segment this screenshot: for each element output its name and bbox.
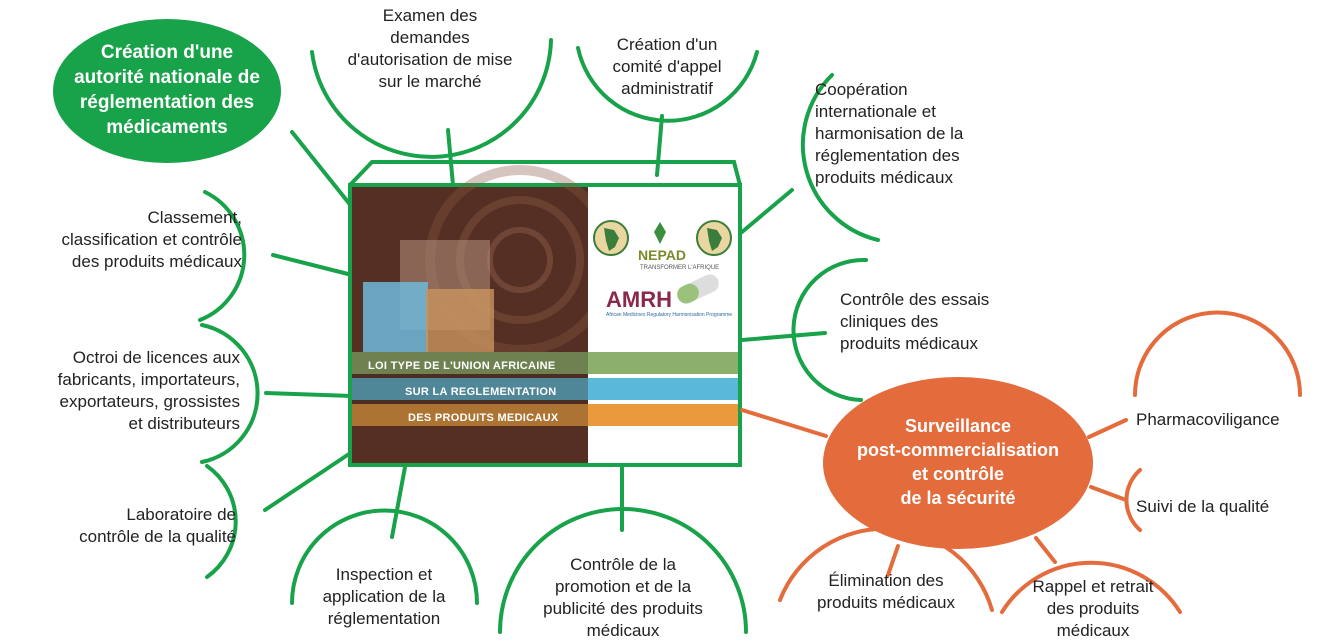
- connector-creation: [290, 130, 354, 209]
- logo-amrh-sub: African Medicines Regulatory Harmonisati…: [606, 312, 733, 318]
- logo-nepad: NEPAD: [638, 247, 686, 263]
- connector-elimination: [886, 544, 900, 577]
- logo-amrh: AMRH: [606, 287, 672, 312]
- connector-classement: [271, 253, 354, 277]
- arc-pharmaco: [1133, 310, 1302, 397]
- connector-essais: [740, 331, 827, 342]
- arc-inspection: [290, 508, 479, 605]
- connector-laboratoire: [263, 450, 354, 512]
- connector-pharmaco: [1087, 418, 1128, 439]
- node-creation-bubble: [53, 19, 281, 163]
- connector-rappel: [1034, 536, 1057, 564]
- connector-comite: [655, 114, 664, 177]
- connector-surveillance: [740, 408, 828, 438]
- connector-examen: [446, 128, 455, 187]
- node-pharmaco: Pharmacoviligance: [1136, 410, 1280, 429]
- arc-examen: [310, 38, 553, 159]
- connector-inspection: [390, 465, 407, 539]
- logo-nepad-sub: TRANSFORMER L'AFRIQUE: [640, 265, 720, 271]
- arc-cooperation: [800, 73, 880, 242]
- arc-classement: [198, 190, 247, 322]
- ribbon-line-1: LOI TYPE DE L'UNION AFRICAINE: [368, 360, 556, 372]
- node-suivi: Suivi de la qualité: [1136, 497, 1270, 516]
- ribbon-line-3: DES PRODUITS MEDICAUX: [408, 412, 559, 424]
- node-surveillance-bubble: [823, 377, 1093, 549]
- connector-cooperation: [740, 188, 794, 234]
- center-frame: [348, 183, 742, 467]
- connector-octroi: [264, 391, 354, 398]
- arc-essais: [791, 257, 868, 402]
- arc-octroi: [200, 323, 260, 464]
- arc-promotion: [498, 507, 748, 634]
- ribbon-line-2: SUR LA REGLEMENTATION: [405, 386, 557, 398]
- connector-suivi: [1089, 485, 1128, 502]
- arc-laboratoire: [205, 464, 238, 579]
- arc-rappel: [1000, 560, 1182, 614]
- arc-comite: [576, 46, 759, 123]
- cover-image: [352, 165, 738, 463]
- book-top: [348, 160, 742, 187]
- arc-suivi: [1124, 468, 1142, 532]
